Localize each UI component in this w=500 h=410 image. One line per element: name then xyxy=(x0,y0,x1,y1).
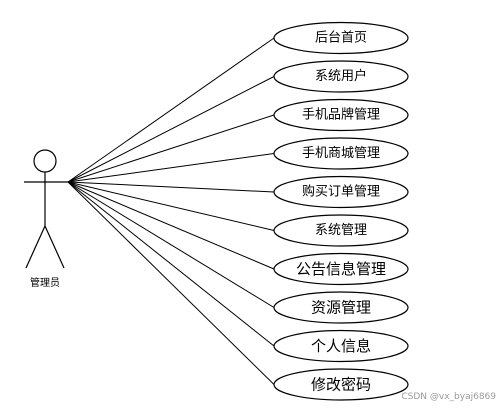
association-line xyxy=(67,37,275,183)
association-line xyxy=(67,181,275,385)
association-line xyxy=(67,181,275,308)
use-case-label: 后台首页 xyxy=(315,31,367,46)
use-case: 修改密码 xyxy=(273,368,409,401)
association-line xyxy=(67,114,275,183)
use-case-ellipse xyxy=(273,98,409,132)
use-case-ellipse xyxy=(273,291,409,324)
use-case-label: 个人信息 xyxy=(311,337,371,355)
use-case-ellipse xyxy=(273,137,409,170)
use-case-ellipse xyxy=(273,60,409,93)
use-case: 公告信息管理 xyxy=(273,252,409,286)
use-case-label: 手机品牌管理 xyxy=(302,107,380,123)
use-case-label: 购买订单管理 xyxy=(302,184,380,200)
use-case: 手机品牌管理 xyxy=(273,98,409,132)
actor-label: 管理员 xyxy=(30,276,60,289)
use-case: 资源管理 xyxy=(273,291,409,324)
use-case-ellipse xyxy=(273,21,409,55)
association-line xyxy=(67,153,275,183)
use-case: 系统用户 xyxy=(273,60,409,93)
actor-right-leg xyxy=(44,225,65,269)
use-case-ellipse xyxy=(273,368,409,401)
actor-head xyxy=(33,149,57,173)
use-case-ellipse xyxy=(273,329,409,363)
association-line xyxy=(67,181,275,347)
use-case-label: 资源管理 xyxy=(311,299,371,317)
association-line xyxy=(67,181,275,270)
watermark-text: CSDN @vx_byaj6869 xyxy=(401,392,496,402)
actor-left-leg xyxy=(25,225,46,269)
association-line xyxy=(67,181,275,193)
use-case-label: 公告信息管理 xyxy=(296,260,386,278)
use-case-ellipse xyxy=(273,175,409,209)
use-case-ellipse xyxy=(273,252,409,286)
actor-administrator: 管理员 xyxy=(24,149,68,289)
use-case: 购买订单管理 xyxy=(273,175,409,209)
use-case: 个人信息 xyxy=(273,329,409,363)
use-case-label: 系统用户 xyxy=(315,68,367,84)
use-case: 手机商城管理 xyxy=(273,137,409,170)
use-case-label: 系统管理 xyxy=(315,223,367,238)
use-case: 后台首页 xyxy=(273,21,409,55)
use-case-label: 修改密码 xyxy=(311,376,371,394)
association-lines xyxy=(67,37,275,385)
use-case-label: 手机商城管理 xyxy=(302,146,380,161)
use-case-ellipse xyxy=(273,214,409,247)
association-line xyxy=(67,181,275,231)
use-cases: 后台首页系统用户手机品牌管理手机商城管理购买订单管理系统管理公告信息管理资源管理… xyxy=(273,21,409,401)
association-line xyxy=(67,76,275,183)
use-case: 系统管理 xyxy=(273,214,409,247)
